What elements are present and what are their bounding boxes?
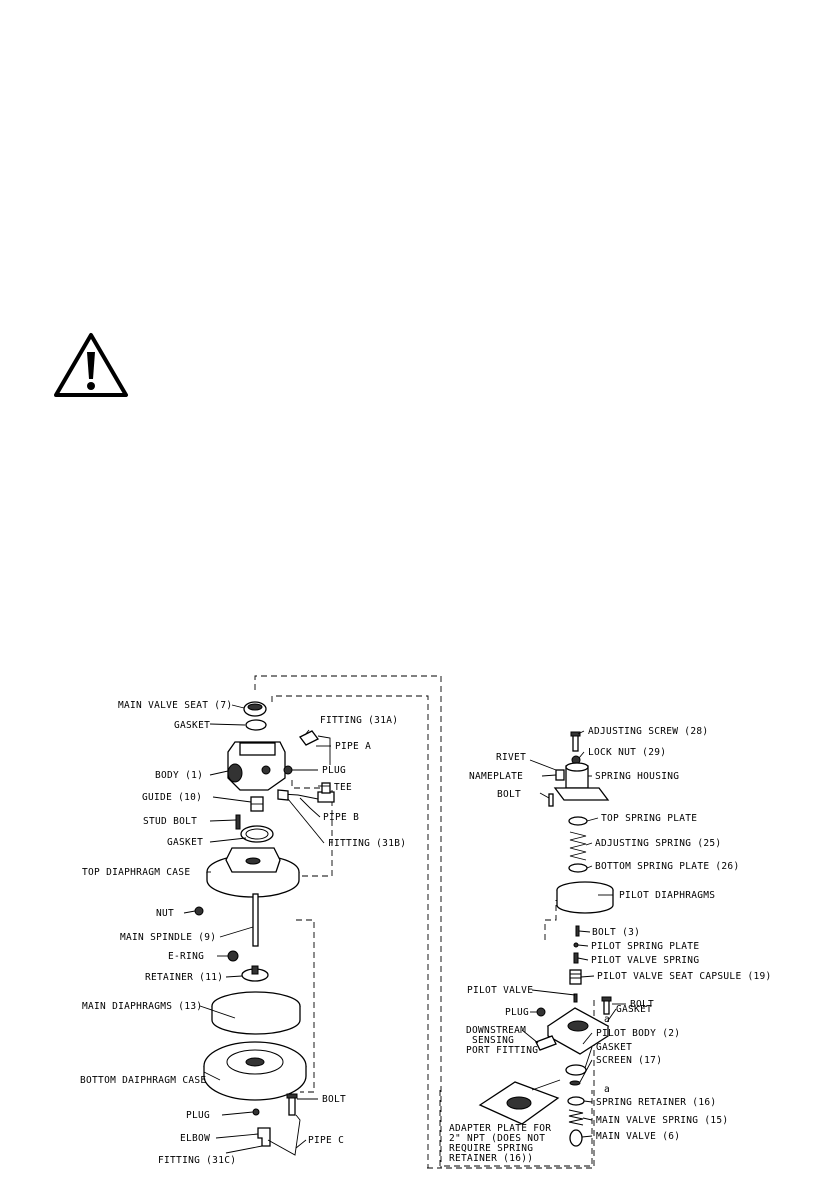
label-guide: GUIDE (10) (142, 792, 202, 803)
label-pilot-spring-plate: PILOT SPRING PLATE (591, 941, 699, 952)
label-bolt-bottom: BOLT (322, 1094, 346, 1105)
label-adapter-2: 2" NPT (DOES NOT (449, 1133, 545, 1144)
label-nameplate: NAMEPLATE (469, 771, 523, 782)
label-lock-nut: LOCK NUT (29) (588, 747, 666, 758)
label-pipe-c: PIPE C (308, 1135, 344, 1146)
warning-triangle-icon (54, 333, 128, 397)
label-main-valve-seat: MAIN VALVE SEAT (7) (118, 700, 232, 711)
label-main-diaphragms: MAIN DIAPHRAGMS (13) (82, 1001, 202, 1012)
label-adapter-3: REQUIRE SPRING (449, 1143, 533, 1154)
label-gasket-mid: GASKET (167, 837, 203, 848)
label-plug-bottom: PLUG (186, 1110, 210, 1121)
label-top-diaphragm-case: TOP DIAPHRAGM CASE (82, 867, 190, 878)
label-adapter-4: RETAINER (16)) (449, 1153, 533, 1164)
label-adapter-1: ADAPTER PLATE FOR (449, 1123, 551, 1134)
label-bottom-spring-plate: BOTTOM SPRING PLATE (26) (595, 861, 739, 872)
label-pilot-valve-spring: PILOT VALVE SPRING (591, 955, 699, 966)
label-gasket-low: GASKET (596, 1042, 632, 1053)
label-fitting-31a: FITTING (31A) (320, 715, 398, 726)
label-gasket-mid-right: GASKET (616, 1004, 652, 1015)
label-fitting-31b: FITTING (31B) (328, 838, 406, 849)
label-bottom-diaphragm-case: BOTTOM DAIPHRAGM CASE (80, 1075, 206, 1086)
label-marker-a2: a (604, 1084, 610, 1095)
label-main-spindle: MAIN SPINDLE (9) (120, 932, 216, 943)
label-nut: NUT (156, 908, 174, 919)
label-spring-retainer: SPRING RETAINER (16) (596, 1097, 716, 1108)
label-stud-bolt: STUD BOLT (143, 816, 197, 827)
label-downstream-2: SENSING (472, 1035, 514, 1046)
label-body: BODY (1) (155, 770, 203, 781)
label-main-valve-spring: MAIN VALVE SPRING (15) (596, 1115, 728, 1126)
label-plug: PLUG (505, 1007, 529, 1018)
label-top-spring-plate: TOP SPRING PLATE (601, 813, 697, 824)
label-downstream-3: PORT FITTING (466, 1045, 538, 1056)
label-screen: SCREEN (17) (596, 1055, 662, 1066)
label-bolt-top: BOLT (497, 789, 521, 800)
label-pipe-a: PIPE A (335, 741, 371, 752)
label-elbow: ELBOW (180, 1133, 210, 1144)
label-gasket-top: GASKET (174, 720, 210, 731)
label-fitting-31c: FITTING (31C) (158, 1155, 236, 1166)
label-pilot-valve: PILOT VALVE (467, 985, 533, 996)
label-bolt-3: BOLT (3) (592, 927, 640, 938)
label-marker-a1: a (604, 1014, 610, 1025)
label-plug-top: PLUG (322, 765, 346, 776)
label-e-ring: E-RING (168, 951, 204, 962)
label-tee: TEE (334, 782, 352, 793)
label-bolt-mid: BOLT (630, 999, 654, 1010)
label-pilot-body: PILOT BODY (2) (596, 1028, 680, 1039)
label-pilot-diaphragms: PILOT DIAPHRAGMS (619, 890, 715, 901)
label-spring-housing: SPRING HOUSING (595, 771, 679, 782)
label-adjusting-spring: ADJUSTING SPRING (25) (595, 838, 721, 849)
label-downstream-1: DOWNSTREAM (466, 1025, 526, 1036)
label-pipe-b: PIPE B (323, 812, 359, 823)
label-pilot-valve-seat-capsule: PILOT VALVE SEAT CAPSULE (19) (597, 971, 772, 982)
label-adjusting-screw: ADJUSTING SCREW (28) (588, 726, 708, 737)
label-main-valve: MAIN VALVE (6) (596, 1131, 680, 1142)
label-rivet: RIVET (496, 752, 526, 763)
label-retainer: RETAINER (11) (145, 972, 223, 983)
